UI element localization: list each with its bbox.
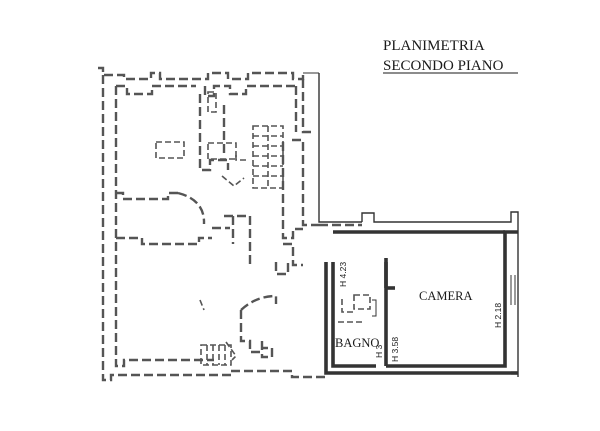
plan-subtitle: SECONDO PIANO <box>383 58 504 74</box>
room-label-bagno: BAGNO <box>335 336 379 350</box>
outer-solid-walls <box>303 72 519 377</box>
dashed-walls <box>98 66 362 382</box>
window <box>510 275 516 305</box>
height-label-h2: H 3.58 <box>390 337 400 362</box>
height-label-h1: H 4.23 <box>338 262 348 287</box>
lower-stair <box>200 341 238 366</box>
staircase <box>252 125 284 189</box>
plan-title: PLANIMETRIA <box>383 38 485 54</box>
dashed-fixtures <box>155 91 246 311</box>
door-arcs <box>177 191 278 311</box>
height-label-h3: H 2.18 <box>493 303 503 328</box>
room-label-camera: CAMERA <box>419 289 472 303</box>
entry-marks <box>431 365 456 374</box>
height-label-h4: H 3 <box>374 345 384 359</box>
bathroom-fixtures <box>338 294 377 323</box>
